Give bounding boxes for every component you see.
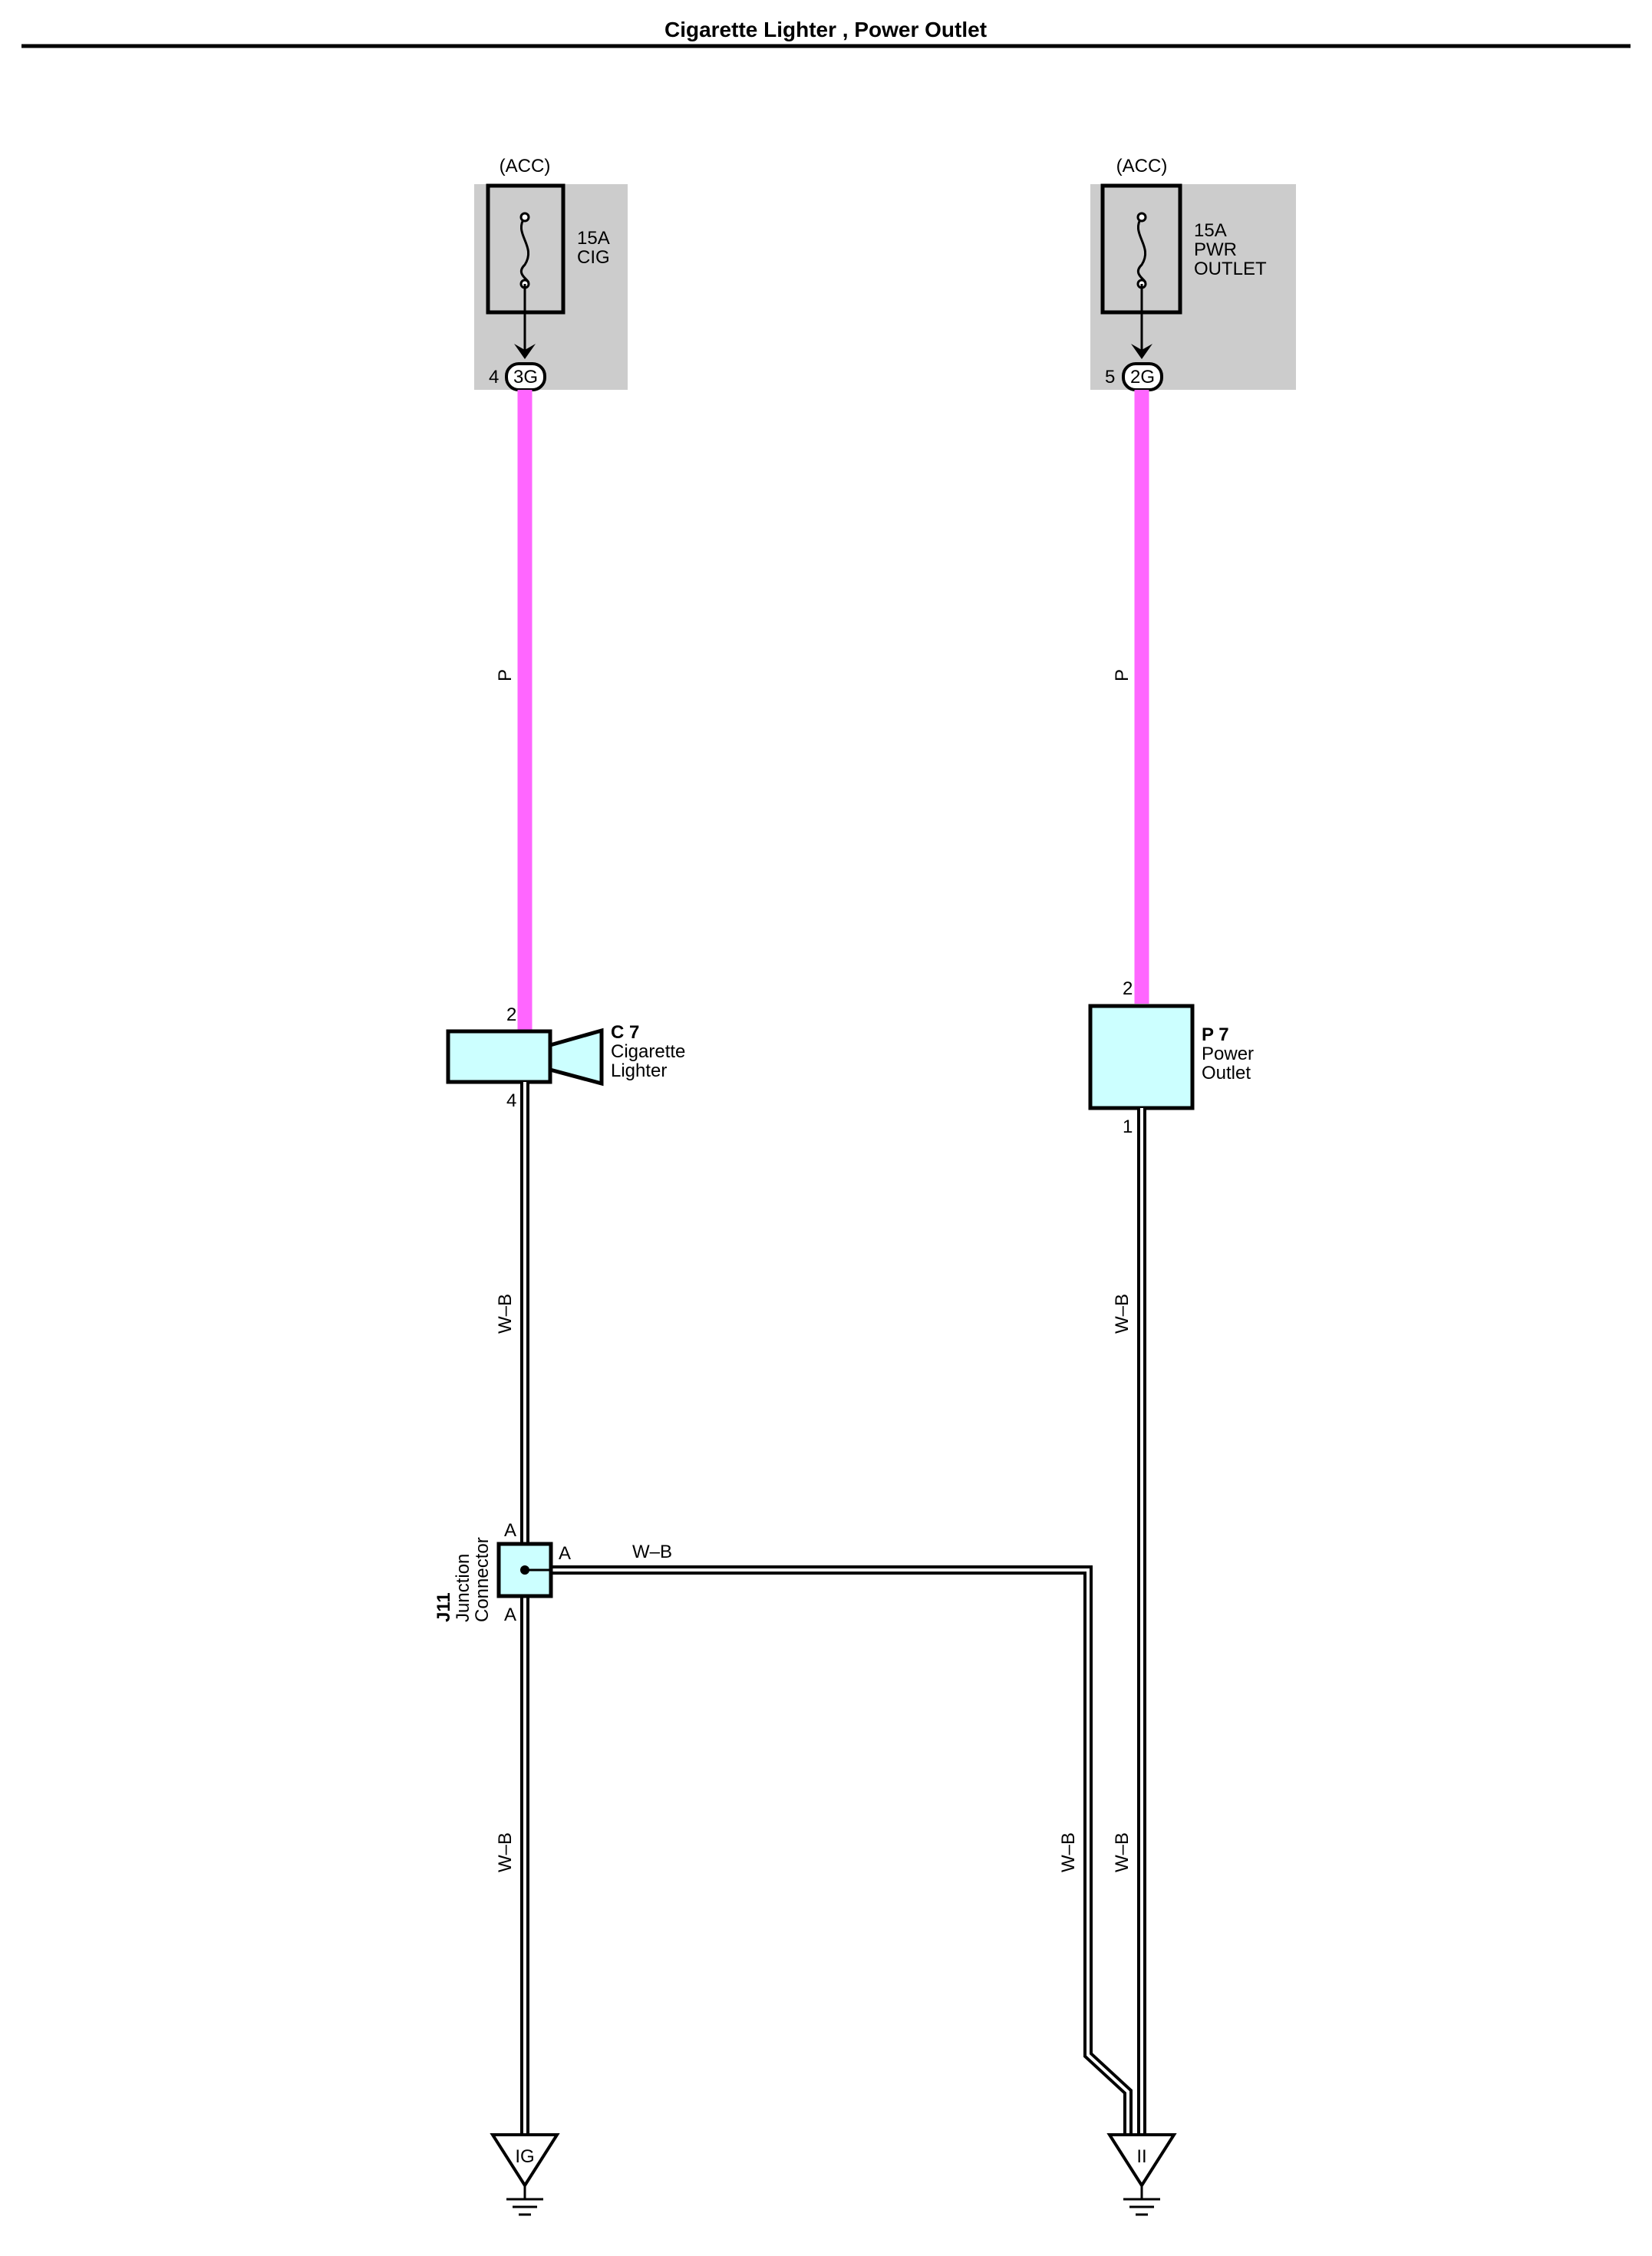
connector-label: 2G [1130,367,1155,388]
lighter-cone [548,1027,604,1087]
ground-wire-branch-lower-label: W–B [1058,1832,1079,1872]
fuse-name: CIG [577,247,610,268]
ground-label: II [1136,2146,1146,2167]
power-outlet-component: 2 1 P 7 Power Outlet [1088,978,1254,1137]
lighter-code: C 7 [611,1022,639,1043]
fuse-terminal-top [1136,212,1147,223]
fuse-box-bg [474,184,628,390]
ground-point-ii: II [1106,2133,1177,2216]
fuse-name-line-2: OUTLET [1194,259,1267,279]
fuse-source-label: (ACC) [1116,156,1168,176]
fuse-block-cig: (ACC) 15A CIG 3G 4 [474,156,628,391]
outlet-pin-bottom: 1 [1123,1116,1133,1137]
ground-wire-junction-branch [551,1565,1133,2135]
ground-wire-right-upper-label: W–B [1112,1294,1133,1334]
outlet-name-line-1: Power [1202,1044,1254,1064]
ground-wire-left-upper-label: W–B [495,1294,516,1334]
ground-wire-left-lower-label: W–B [495,1832,516,1872]
ground-wire-junction-branch-label: W–B [632,1542,672,1562]
ground-point-ig: IG [490,2133,560,2216]
fuse-rating: 15A [577,228,610,249]
fuse-pin-number: 4 [489,367,499,388]
power-wire-left-label: P [495,669,516,681]
fuse-arrow [1131,344,1152,359]
outlet-name-line-2: Outlet [1202,1063,1251,1083]
ground-label: IG [515,2146,534,2167]
diagram-title: Cigarette Lighter , Power Outlet [664,18,987,41]
fuse-arrow [514,344,536,359]
fuse-source-label: (ACC) [500,156,551,176]
outlet-body [1088,1004,1195,1110]
lighter-pin-bottom: 4 [506,1090,516,1111]
fuse-box-bg [1090,184,1296,390]
junction-name-line-2: Connector [472,1537,493,1622]
connector-label: 3G [513,367,538,388]
junction-pin-top: A [504,1520,516,1541]
junction-pin-right: A [559,1543,571,1564]
ground-wire-right-lower-label: W–B [1112,1832,1133,1872]
lighter-name-line-1: Cigarette [611,1041,685,1062]
outlet-pin-top: 2 [1123,978,1133,999]
junction-name-line-1: Junction [453,1554,473,1622]
lighter-body [446,1029,552,1084]
outlet-code: P 7 [1202,1024,1229,1045]
lighter-name-line-2: Lighter [611,1060,667,1081]
ground-triangle [490,2133,560,2188]
lighter-pin-top: 2 [506,1004,516,1025]
junction-connector-component: A A A J11 Junction Connector [434,1520,571,1625]
power-wire-right-label: P [1112,669,1133,681]
cigarette-lighter-component: 2 4 C 7 Cigarette Lighter [446,1004,685,1111]
junction-pin-bottom: A [504,1605,516,1625]
junction-code: J11 [434,1592,454,1622]
ground-triangle [1106,2133,1177,2188]
fuse-rating: 15A [1194,220,1227,241]
fuse-terminal-top [519,212,530,223]
fuse-name-line-1: PWR [1194,239,1237,260]
fuse-pin-number: 5 [1105,367,1115,388]
fuse-block-pwr-outlet: (ACC) 15A PWR OUTLET 2G 5 [1090,156,1296,391]
